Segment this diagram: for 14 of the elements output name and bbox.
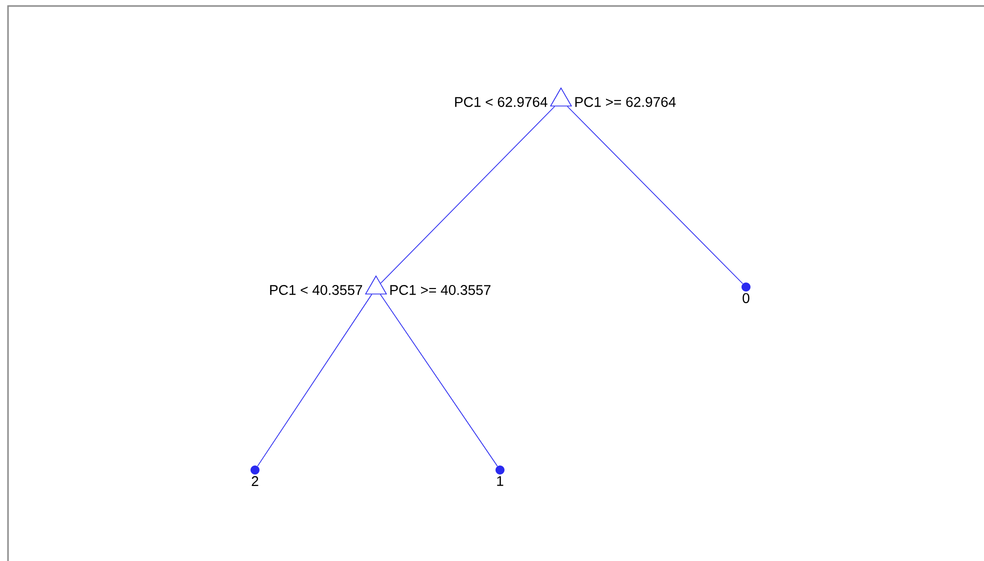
condition-label: PC1 < 40.3557 (270, 285, 362, 295)
class-label: 0 (742, 293, 750, 304)
condition-label: PC1 >= 62.9764 (575, 97, 676, 107)
branch-line (380, 106, 556, 284)
branch-line (566, 106, 744, 284)
leaf-dot (742, 282, 750, 292)
branch-line (380, 294, 498, 466)
condition-label: PC1 < 62.9764 (455, 97, 548, 107)
condition-label: PC1 >= 40.3557 (390, 285, 490, 295)
branch-line (257, 294, 372, 466)
class-label: 2 (252, 476, 258, 486)
class-label: 1 (497, 476, 504, 486)
leaf-dot (250, 466, 260, 474)
leaf-dot (496, 466, 504, 474)
